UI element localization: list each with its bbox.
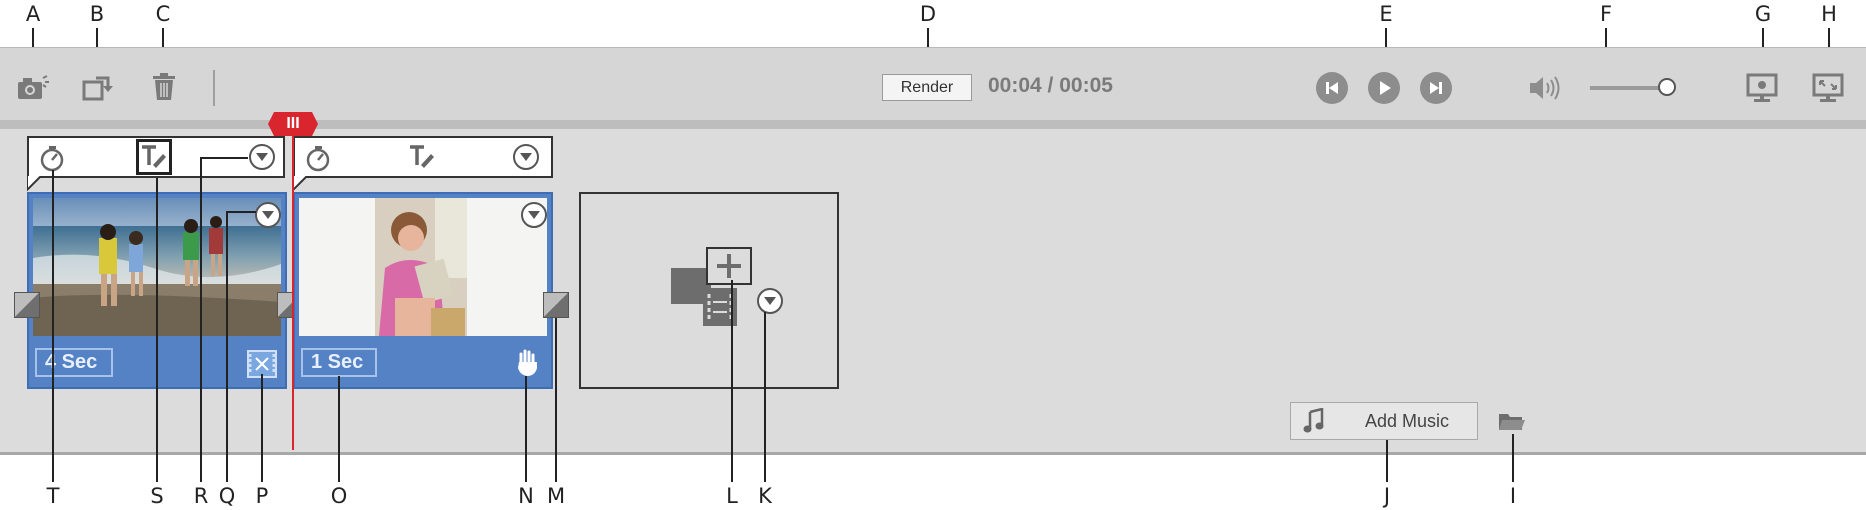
leader-line xyxy=(156,178,158,482)
leader-line xyxy=(525,376,527,482)
toolbar-divider xyxy=(213,70,215,106)
settings-monitor-icon[interactable] xyxy=(1746,72,1778,104)
play-icon xyxy=(1380,81,1391,95)
music-note-icon xyxy=(1303,408,1324,433)
duration-timer-icon[interactable] xyxy=(305,144,333,172)
callout-label: A xyxy=(25,2,41,26)
previous-icon xyxy=(1326,82,1338,94)
timeline-separator xyxy=(0,120,1866,129)
clip-2-thumbnail xyxy=(375,198,467,336)
callout-label: M xyxy=(546,484,566,508)
text-tool-button[interactable] xyxy=(136,139,172,175)
callout-label: G xyxy=(1754,2,1772,26)
timecode-display: 00:04 / 00:05 xyxy=(988,74,1113,97)
pan-zoom-hand-icon xyxy=(518,349,537,376)
callout-label: I xyxy=(1509,484,1517,508)
add-music-button[interactable]: Add Music xyxy=(1290,402,1478,440)
clip-1-menu-button[interactable] xyxy=(249,144,275,170)
fullscreen-icon[interactable] xyxy=(1812,72,1844,104)
leader-line xyxy=(731,280,733,482)
callout-label: C xyxy=(155,2,171,26)
callout-label: E xyxy=(1379,2,1393,26)
trash-icon[interactable] xyxy=(152,72,176,102)
video-clip-icon xyxy=(247,350,277,378)
leader-line xyxy=(200,157,248,159)
leader-line xyxy=(200,158,202,482)
callout-label: R xyxy=(193,484,209,508)
transition-handle-start[interactable] xyxy=(14,292,40,318)
clip-2[interactable]: 1 Sec xyxy=(293,192,553,389)
leader-line xyxy=(1512,434,1514,482)
leader-line xyxy=(764,312,766,482)
timeline-area xyxy=(0,129,1866,455)
leader-line xyxy=(52,170,54,482)
play-button[interactable] xyxy=(1368,72,1400,104)
playhead-line xyxy=(292,118,294,450)
callout-label: B xyxy=(89,2,105,26)
leader-line xyxy=(261,374,263,482)
callout-label: T xyxy=(46,484,60,508)
leader-line xyxy=(1386,440,1388,482)
add-media-icon xyxy=(671,247,752,326)
text-pen-icon[interactable] xyxy=(407,142,439,172)
header-pointer xyxy=(293,176,308,192)
leader-line xyxy=(96,28,98,62)
leader-line xyxy=(555,318,557,482)
volume-icon[interactable] xyxy=(1528,74,1564,102)
header-pointer xyxy=(27,176,42,192)
camera-icon[interactable] xyxy=(16,74,50,102)
add-media-dropzone[interactable] xyxy=(579,192,839,389)
callout-label: Q xyxy=(218,484,236,508)
callout-label: H xyxy=(1821,2,1837,26)
add-media-menu-button[interactable] xyxy=(757,288,783,314)
volume-slider-track[interactable] xyxy=(1590,86,1670,90)
rotate-icon[interactable] xyxy=(82,72,116,102)
leader-line xyxy=(1605,28,1607,62)
callout-label: F xyxy=(1599,2,1613,26)
clip-1-overlay-menu-button[interactable] xyxy=(255,202,281,228)
leader-line xyxy=(32,28,34,62)
leader-line xyxy=(226,211,256,213)
callout-label: O xyxy=(330,484,348,508)
leader-line xyxy=(226,212,228,482)
add-music-label: Add Music xyxy=(1365,410,1450,431)
leader-line xyxy=(162,28,164,62)
clip-1-duration[interactable]: 4 Sec xyxy=(35,348,113,377)
leader-line xyxy=(1762,28,1764,64)
duration-timer-icon[interactable] xyxy=(39,144,67,172)
callout-label: N xyxy=(518,484,534,508)
callout-label: K xyxy=(758,484,772,508)
clip-2-overlay-menu-button[interactable] xyxy=(521,202,547,228)
previous-button[interactable] xyxy=(1316,72,1348,104)
callout-label: S xyxy=(150,484,164,508)
transition-handle-end[interactable] xyxy=(543,292,569,318)
callout-label: L xyxy=(726,484,738,508)
render-button[interactable]: Render xyxy=(882,74,972,101)
clip-2-menu-button[interactable] xyxy=(513,144,539,170)
playhead-handle[interactable]: III xyxy=(268,112,318,136)
clip-2-duration[interactable]: 1 Sec xyxy=(301,348,377,377)
leader-line xyxy=(1828,28,1830,64)
volume-slider-handle[interactable] xyxy=(1658,78,1676,96)
callout-label: D xyxy=(919,2,937,26)
callout-label: P xyxy=(255,484,269,508)
leader-line xyxy=(1385,28,1387,62)
next-button[interactable] xyxy=(1420,72,1452,104)
next-icon xyxy=(1430,82,1442,94)
leader-line xyxy=(338,376,340,482)
callout-label: J xyxy=(1383,484,1391,508)
clip-2-toolbar xyxy=(293,136,553,178)
folder-icon[interactable] xyxy=(1498,410,1526,432)
text-pen-icon xyxy=(142,145,166,168)
